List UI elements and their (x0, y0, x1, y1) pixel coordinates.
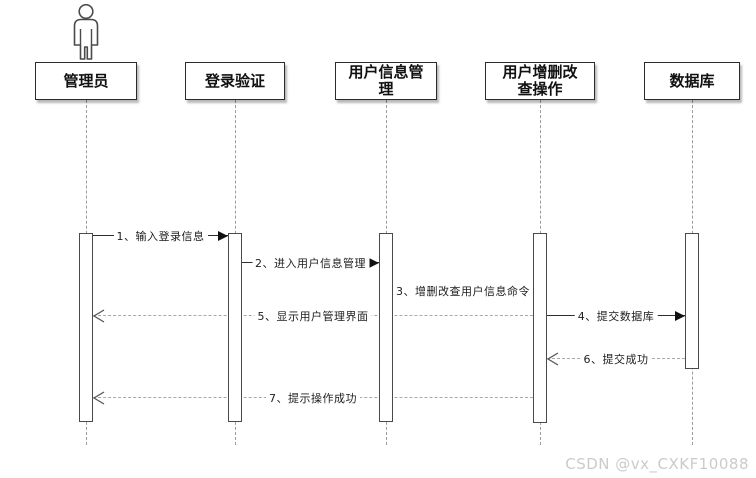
message-7-label: 7、提示操作成功 (266, 389, 360, 406)
lifeline-box-label: 用户信息管 (348, 63, 424, 81)
lifeline-box-label: 查操作 (517, 80, 563, 98)
watermark: CSDN @vx_CXKF10088 (565, 455, 749, 473)
message-4-filled-arrow-icon (675, 310, 685, 321)
lifeline-box-label: 管理员 (63, 71, 109, 90)
message-5-open-arrow-icon (93, 308, 105, 323)
lifeline-box-admin: 管理员 (35, 62, 137, 100)
activation-user-info-mgmt (379, 233, 393, 422)
lifeline-box-label: 登录验证 (204, 71, 265, 90)
activation-login-verify (228, 233, 242, 422)
lifeline-box-label: 用户增删改 (502, 63, 578, 81)
message-6-label: 6、提交成功 (580, 350, 652, 367)
message-5-label: 5、显示用户管理界面 (254, 307, 372, 324)
person-icon (73, 4, 99, 60)
message-7-open-arrow-icon (93, 390, 105, 405)
activation-admin (79, 233, 93, 422)
activation-user-crud-ops (533, 233, 547, 423)
message-2-label: 2、进入用户信息管理 (252, 254, 369, 271)
lifeline-box-label: 理 (378, 80, 394, 98)
lifeline-box-login-verify: 登录验证 (185, 62, 285, 100)
lifeline-box-database: 数据库 (644, 62, 740, 100)
lifeline-box-user-crud-ops: 用户增删改查操作 (485, 62, 595, 100)
lifeline-box-user-info-mgmt: 用户信息管理 (335, 62, 437, 100)
message-1-label: 1、输入登录信息 (113, 227, 208, 244)
activation-database (685, 233, 699, 369)
message-2-filled-arrow-icon (369, 257, 379, 268)
message-1-filled-arrow-icon (218, 230, 228, 241)
message-6-open-arrow-icon (547, 351, 559, 366)
message-3-label: 3、增删改查用户信息命令 (393, 282, 533, 299)
lifeline-box-label: 数据库 (669, 71, 715, 90)
message-4-label: 4、提交数据库 (574, 307, 658, 324)
